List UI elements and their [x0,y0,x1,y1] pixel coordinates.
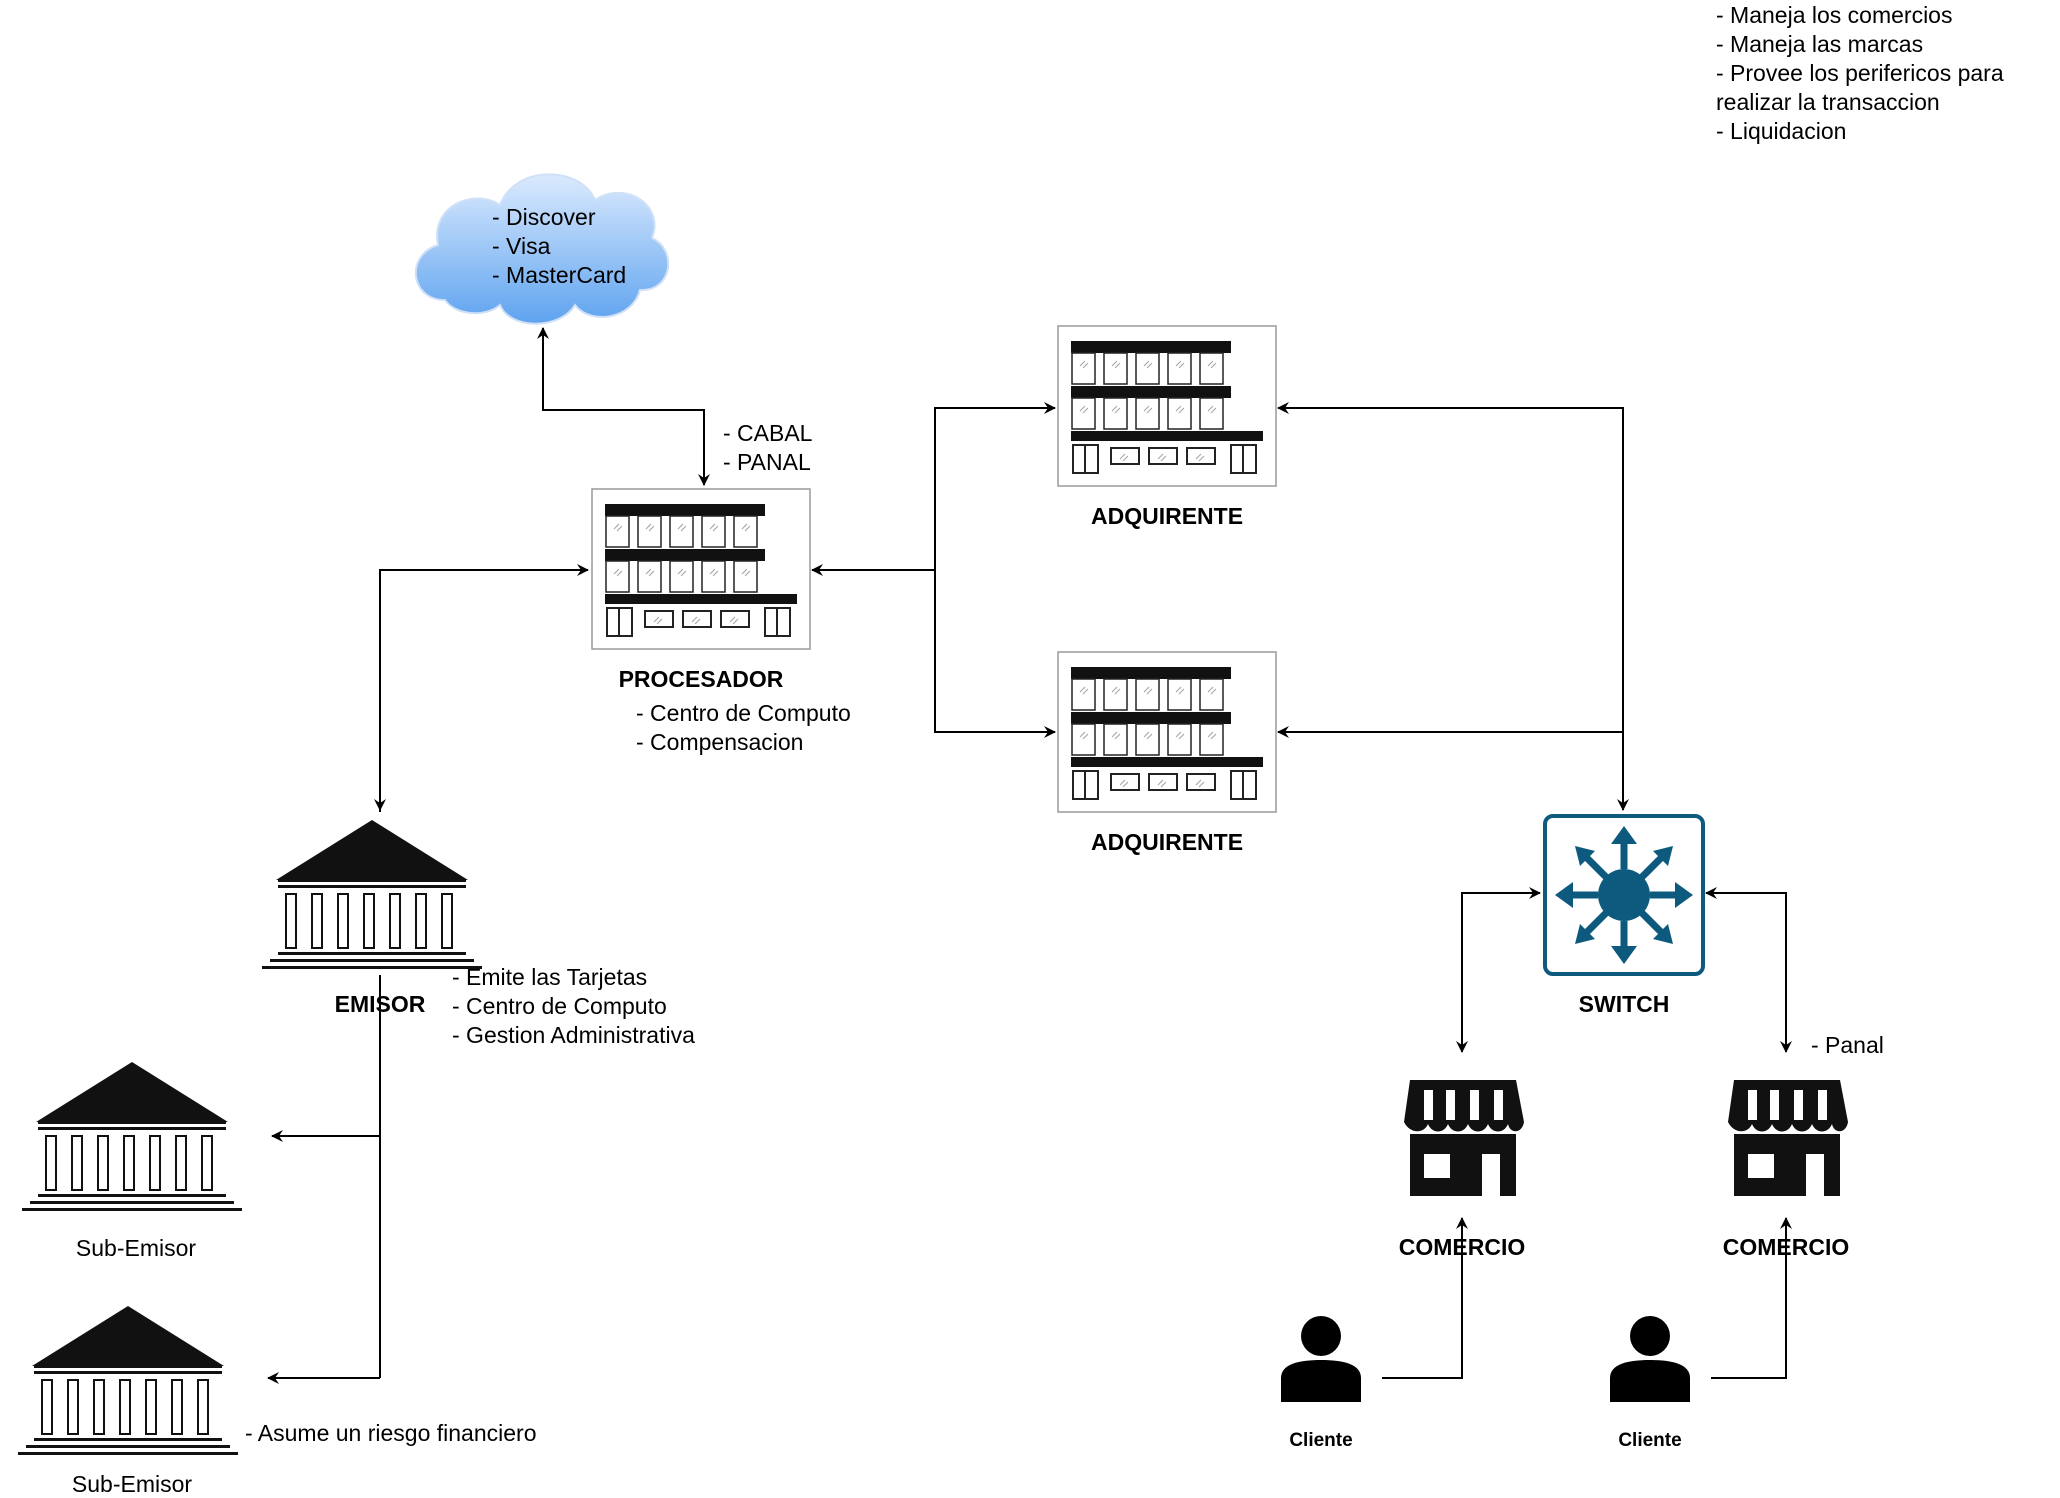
acquirer-note: - Liquidacion [1716,118,1847,144]
edge-processor-cloud [537,327,705,485]
client-2-label: Cliente [1618,1430,1682,1451]
card-brands-cloud [414,173,670,325]
acquirer-note: - Maneja las marcas [1716,31,1924,57]
edge-merchant-2-switch [1705,887,1787,900]
client-1-person-icon [1281,1316,1361,1402]
edge-switch-acquirer-1 [1277,402,1624,600]
issuer-note: - Gestion Administrativa [452,1022,695,1048]
edge-client-1-merchant-1 [1382,1217,1468,1379]
processor-note: - Compensacion [636,729,804,755]
issuer-label: EMISOR [334,991,426,1017]
processor-top-notes: - CABAL - PANAL [723,419,812,477]
acquirer-note: realizar la transaccion [1716,89,1940,115]
processor-top-note: - PANAL [723,449,811,475]
sub-issuer-2-label: Sub-Emisor [71,1471,193,1497]
acquirer-notes: - Maneja los comercios - Maneja las marc… [1716,1,2004,146]
edge-switch-merchant-2 [1706,892,1792,1053]
processor-building-icon [591,488,811,650]
processor-label: PROCESADOR [618,666,784,692]
acquirer-2-label: ADQUIRENTE [1090,829,1244,855]
merchant-1-shop-icon [1404,1080,1524,1196]
processor-notes: - Centro de Computo - Compensacion [636,699,851,757]
acquirer-note: - Provee los perifericos para [1716,60,2004,86]
cloud-brand-line: - Visa [492,233,551,259]
processor-top-note: - CABAL [723,420,813,446]
merchant-1-label: COMERCIO [1398,1234,1526,1260]
client-1-label: Cliente [1289,1430,1353,1451]
issuer-note: - Centro de Computo [452,993,667,1019]
cloud-brand-line: - MasterCard [492,262,627,288]
acquirer-note: - Maneja los comercios [1716,2,1953,28]
switch-icon [1543,814,1705,976]
cloud-brands-list: - Discover - Visa - MasterCard [492,203,626,290]
issuer-notes: - Emite las Tarjetas - Centro de Computo… [452,963,695,1050]
sub-issuer-note: - Asume un riesgo financiero [245,1420,537,1446]
issuer-bank-icon [261,819,483,970]
edge-processor-acquirer-1 [934,402,1056,570]
edge-processor-acquirer-2 [934,570,1056,738]
issuer-note: - Emite las Tarjetas [452,964,648,990]
acquirer-2-building-icon [1057,651,1277,813]
edge-merchant-1-switch [1461,887,1541,900]
acquirer-1-label: ADQUIRENTE [1090,503,1244,529]
edge-client-2-merchant-2 [1711,1217,1792,1379]
sub-issuer-2-bank-icon [17,1305,239,1456]
merchant-note: - Panal [1811,1032,1884,1058]
edge-switch-merchant-1 [1456,892,1540,1053]
processor-note: - Centro de Computo [636,700,851,726]
acquirer-1-building-icon [1057,325,1277,487]
merchant-2-shop-icon [1728,1080,1848,1196]
client-2-person-icon [1610,1316,1690,1402]
edge-issuer-processor [379,564,589,812]
switch-label: SWITCH [1578,991,1670,1017]
sub-issuer-1-bank-icon [21,1061,243,1212]
sub-issuer-1-label: Sub-Emisor [75,1235,197,1261]
cloud-brand-line: - Discover [492,204,596,230]
merchant-2-label: COMERCIO [1722,1234,1850,1260]
